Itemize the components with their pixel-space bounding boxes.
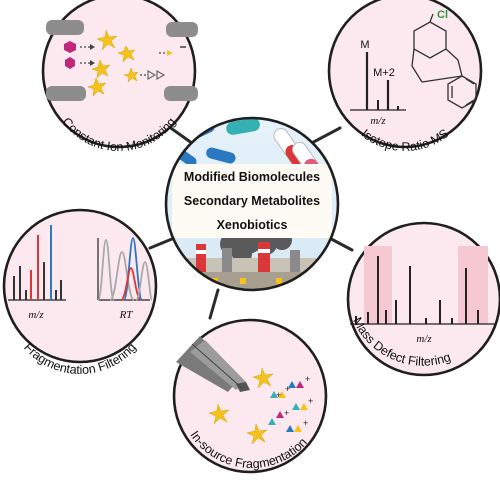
star-ion-icon xyxy=(87,29,139,97)
center-text-panel xyxy=(172,164,332,238)
triangle-ion-icon xyxy=(156,69,166,81)
ion-optic-right-bottom xyxy=(164,86,198,101)
node-in-source-fragmentation: + + + + + + In-source Fragmentation xyxy=(172,318,328,474)
hexagon-ion-icon xyxy=(64,41,76,53)
node-mass-defect-filtering: m/z Mass Defect Filtering xyxy=(346,221,500,377)
isotope-axis-label: m/z xyxy=(370,115,386,127)
chlorine-label: Cl xyxy=(437,9,448,21)
ion-optic-left-bottom xyxy=(46,86,86,101)
ion-optic-right-top xyxy=(166,22,198,37)
frag-axis-right-label: RT xyxy=(119,309,134,321)
fragment-chromatogram xyxy=(97,237,153,301)
label-peak-m: M xyxy=(360,39,369,51)
ion-optic-left-top xyxy=(46,20,84,35)
mass-defect-window-right xyxy=(458,246,488,324)
center-node: Modified Biomolecules Secondary Metaboli… xyxy=(164,116,340,292)
svg-text:+: + xyxy=(305,374,310,384)
molecule-structure-icon xyxy=(411,13,477,109)
triangle-ion-icon xyxy=(147,69,157,81)
center-line-metabolites: Secondary Metabolites xyxy=(184,194,320,208)
circle-isotope-ratio xyxy=(327,0,483,149)
connector-in-source xyxy=(208,288,220,320)
node-fragmentation-filtering: m/z RT Fragmentation Filtering xyxy=(2,208,158,377)
svg-text:+: + xyxy=(303,418,308,428)
svg-text:+: + xyxy=(308,396,313,406)
node-constant-ion-monitoring: Constant Ion Monitoring xyxy=(41,0,198,154)
esi-needle-icon xyxy=(176,336,250,392)
svg-text:+: + xyxy=(285,384,290,394)
plus-charges: + + + + + + xyxy=(276,374,313,428)
circle-constant-ion xyxy=(41,0,197,149)
frag-axis-left-label: m/z xyxy=(28,309,44,321)
mass-defect-axis-label: m/z xyxy=(416,333,432,345)
center-line-biomolecules: Modified Biomolecules xyxy=(184,170,320,184)
label-peak-m2: M+2 xyxy=(373,67,395,79)
fragment-ion-cluster xyxy=(268,381,308,432)
star-ion-icon xyxy=(208,367,274,445)
triangle-ion-icon xyxy=(167,50,173,56)
circle-fragmentation xyxy=(2,208,158,364)
center-line-xenobiotics: Xenobiotics xyxy=(217,218,288,232)
hexagon-ion-icon xyxy=(65,57,75,69)
fragment-spectrum-left xyxy=(13,225,62,300)
svg-text:+: + xyxy=(284,408,289,418)
node-isotope-ratio-ms: M M+2 m/z Cl Isotope Ratio MS xyxy=(327,0,483,154)
svg-text:+: + xyxy=(276,390,281,400)
mass-defect-spectrum xyxy=(355,256,479,324)
